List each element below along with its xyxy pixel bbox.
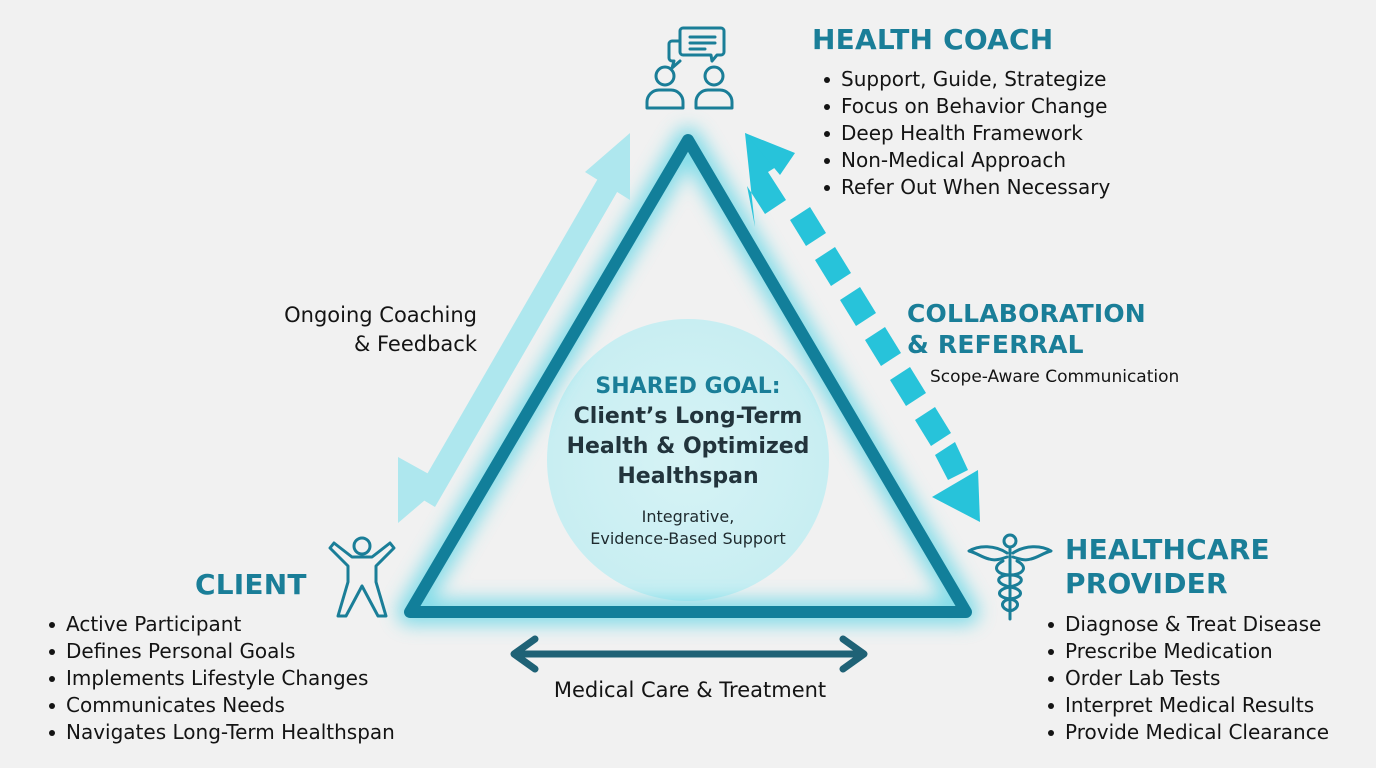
healthcare-provider-title-line2: PROVIDER xyxy=(1065,567,1228,600)
shared-goal-line2: Health & Optimized xyxy=(566,434,810,459)
health-coach-list: Support, Guide, Strategize Focus on Beha… xyxy=(820,66,1110,201)
list-item: Refer Out When Necessary xyxy=(820,174,1110,201)
shared-goal: SHARED GOAL: Client’s Long-Term Health &… xyxy=(548,372,828,550)
collaboration-title-line2: & REFERRAL xyxy=(907,330,1084,359)
list-item: Active Participant xyxy=(45,611,395,638)
list-item: Implements Lifestyle Changes xyxy=(45,665,395,692)
shared-goal-sub2: Evidence-Based Support xyxy=(590,529,786,548)
shared-goal-circle xyxy=(547,319,829,601)
medical-care-label: Medical Care & Treatment xyxy=(553,678,827,702)
person-arms-up-icon xyxy=(328,536,396,618)
coaching-label: Ongoing Coaching & Feedback xyxy=(232,301,477,359)
caduceus-icon xyxy=(967,533,1053,621)
collaboration-title-line1: COLLABORATION xyxy=(907,299,1146,328)
list-item: Support, Guide, Strategize xyxy=(820,66,1110,93)
coaching-label-line2: & Feedback xyxy=(353,332,477,356)
list-item: Prescribe Medication xyxy=(1044,638,1329,665)
healthcare-provider-title-line1: HEALTHCARE xyxy=(1065,533,1270,566)
shared-goal-line1: Client’s Long-Term xyxy=(573,404,803,429)
healthcare-provider-title: HEALTHCARE PROVIDER xyxy=(1065,533,1270,601)
list-item: Defines Personal Goals xyxy=(45,638,395,665)
shared-goal-sub1: Integrative, xyxy=(641,507,735,526)
list-item: Provide Medical Clearance xyxy=(1044,719,1329,746)
client-title: CLIENT xyxy=(195,568,307,601)
list-item: Communicates Needs xyxy=(45,692,395,719)
list-item: Order Lab Tests xyxy=(1044,665,1329,692)
healthcare-provider-list: Diagnose & Treat Disease Prescribe Medic… xyxy=(1044,611,1329,746)
shared-goal-line3: Healthspan xyxy=(617,464,759,489)
medical-care-arrow xyxy=(510,635,868,673)
chat-people-icon xyxy=(645,26,734,110)
shared-goal-title: SHARED GOAL: xyxy=(595,374,781,399)
list-item: Diagnose & Treat Disease xyxy=(1044,611,1329,638)
list-item: Deep Health Framework xyxy=(820,120,1110,147)
list-item: Non-Medical Approach xyxy=(820,147,1110,174)
collaboration-arrow xyxy=(745,133,980,522)
list-item: Focus on Behavior Change xyxy=(820,93,1110,120)
coaching-label-line1: Ongoing Coaching xyxy=(284,303,477,327)
collaboration-subtitle: Scope-Aware Communication xyxy=(930,367,1180,387)
health-coach-title: HEALTH COACH xyxy=(812,23,1054,56)
coaching-arrow xyxy=(398,133,630,523)
list-item: Interpret Medical Results xyxy=(1044,692,1329,719)
client-list: Active Participant Defines Personal Goal… xyxy=(45,611,395,746)
collaboration-title: COLLABORATION & REFERRAL xyxy=(907,298,1146,360)
list-item: Navigates Long-Term Healthspan xyxy=(45,719,395,746)
relationship-triangle xyxy=(404,134,972,618)
